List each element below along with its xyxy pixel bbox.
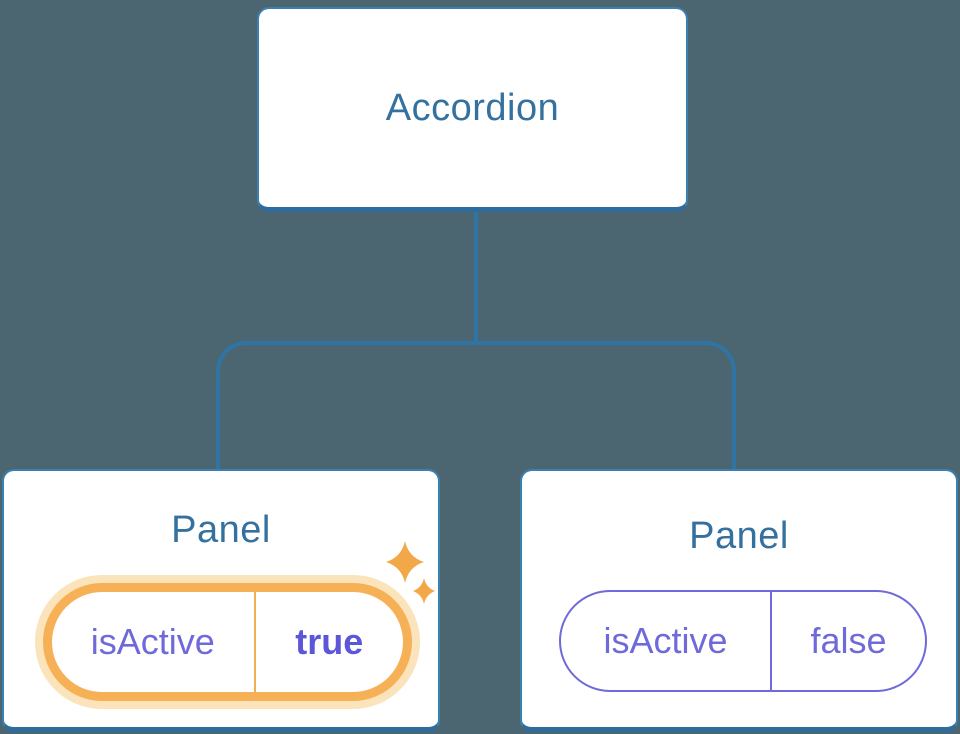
connector-stem-line [474, 210, 478, 345]
state-value-label: false [810, 620, 887, 661]
panel-node-label: Panel [171, 509, 271, 551]
state-key-label: isActive [561, 592, 773, 690]
state-key-label: isActive [52, 592, 256, 692]
state-value-label: true [295, 621, 364, 662]
state-pill-active: isActive true [43, 583, 412, 701]
accordion-node-label: Accordion [385, 86, 560, 129]
accordion-node: Accordion [257, 7, 688, 212]
sparkles-icon [386, 541, 435, 604]
connector-branch-line [216, 341, 736, 470]
panel-node-active: Panel isActive true [2, 469, 440, 732]
state-pill-inactive: isActive false [559, 590, 927, 692]
panel-node-inactive: Panel isActive false [520, 469, 958, 732]
panel-node-label: Panel [689, 515, 789, 557]
